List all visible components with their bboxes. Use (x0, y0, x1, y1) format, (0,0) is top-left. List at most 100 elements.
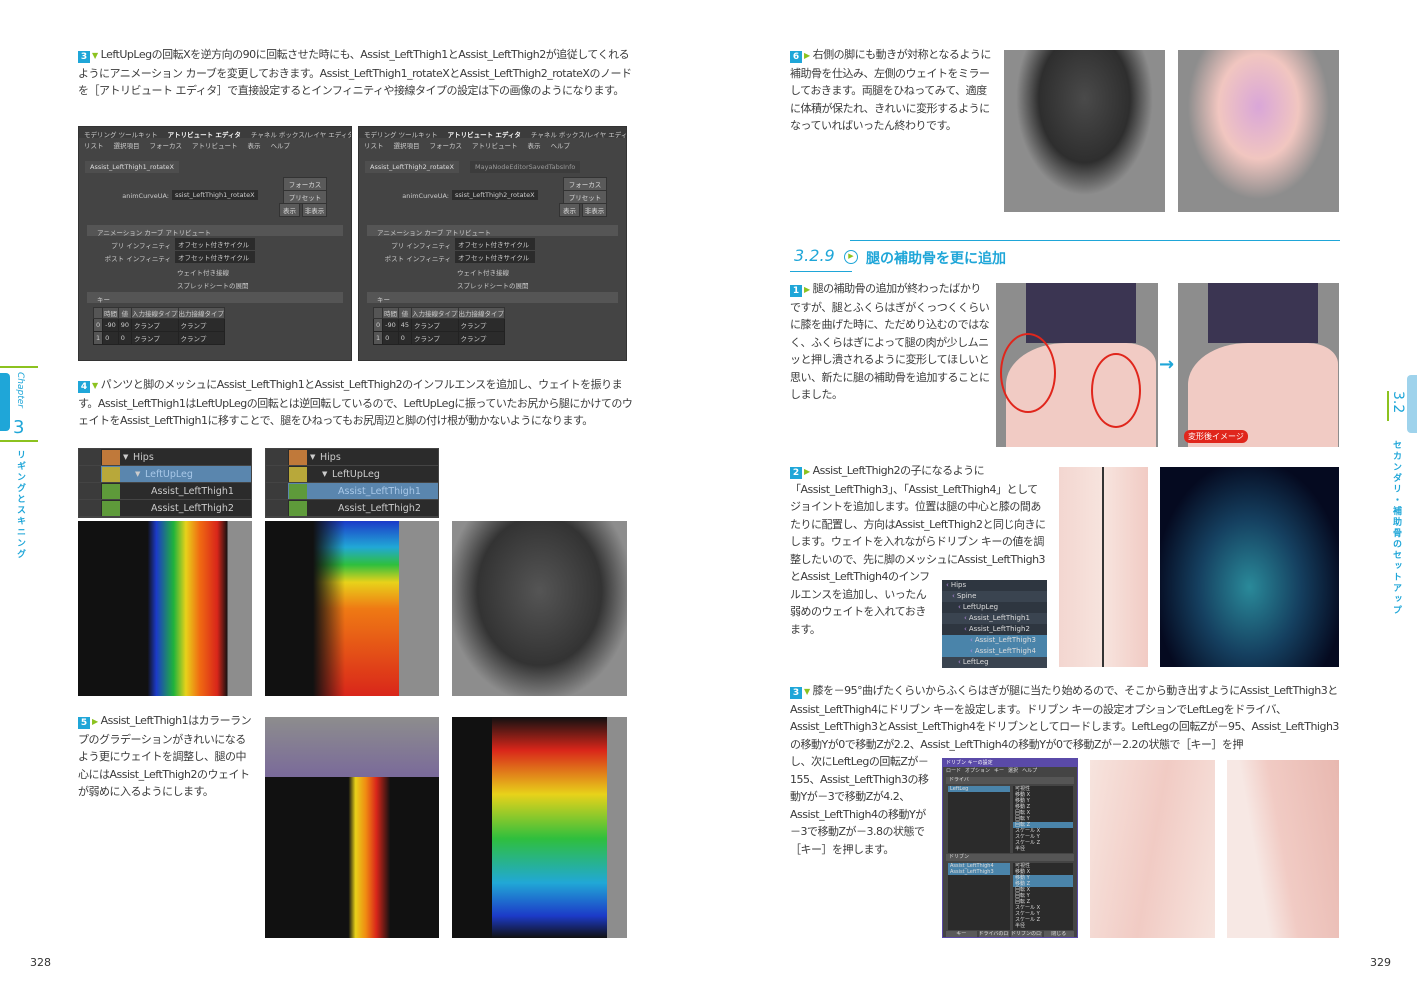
joint-item[interactable]: ‹Assist_LeftThigh2 (942, 624, 1047, 635)
panel-button[interactable]: 表示 (559, 203, 580, 217)
lock-icon[interactable] (79, 483, 101, 499)
table-cell[interactable]: 0 (92, 318, 104, 332)
table-cell[interactable]: 1 (372, 331, 384, 345)
expand-arrow-icon[interactable]: ▼ (123, 453, 129, 461)
menu-item[interactable]: 選択項目 (393, 142, 420, 149)
expand-arrow-icon[interactable]: ▼ (310, 453, 316, 461)
outliner-item[interactable]: Hips▼ (79, 449, 251, 466)
dialog-button[interactable]: ドリブンのロード (1011, 931, 1042, 937)
attribute-item[interactable]: スケール Z (1015, 840, 1041, 846)
table-cell[interactable]: 90 (117, 318, 133, 332)
outliner-item[interactable]: LeftUpLeg▼ (79, 466, 251, 483)
attribute-item[interactable]: 可視性 (1015, 786, 1031, 792)
table-cell[interactable]: 0 (117, 331, 133, 345)
menu-item[interactable]: リスト (364, 142, 384, 149)
table-cell[interactable]: クランプ (411, 318, 459, 332)
panel-button[interactable]: フォーカス (563, 177, 607, 191)
lock-icon[interactable] (266, 483, 288, 499)
lock-icon[interactable] (266, 466, 288, 482)
attribute-item[interactable]: 移動 Z (1013, 881, 1073, 887)
expand-arrow-icon[interactable]: ▼ (322, 470, 328, 478)
menu-item[interactable]: リスト (84, 142, 104, 149)
table-cell[interactable]: 0 (372, 318, 384, 332)
table-cell[interactable]: 45 (397, 318, 413, 332)
menu-item[interactable]: アトリビュート (472, 142, 518, 149)
outliner-item[interactable]: Assist_LeftThigh1 (79, 483, 251, 500)
table-cell[interactable]: クランプ (457, 318, 506, 332)
outliner-item[interactable]: Assist_LeftThigh2 (79, 500, 251, 517)
table-cell[interactable]: クランプ (131, 331, 179, 345)
attribute-item[interactable]: 移動 Y (1015, 798, 1030, 804)
dialog-button[interactable]: 閉じる (1043, 931, 1074, 937)
table-cell[interactable]: 1 (92, 331, 104, 345)
attribute-item[interactable]: スケール X (1015, 905, 1041, 911)
post-infinity-dropdown[interactable]: オフセット付きサイクル (455, 251, 535, 263)
lock-icon[interactable] (266, 449, 288, 465)
joint-item[interactable]: ‹Hips (942, 580, 1047, 591)
outliner-item[interactable]: Assist_LeftThigh2 (266, 500, 438, 517)
spreadsheet-checkbox[interactable]: スプレッドシートの展開 (457, 282, 529, 290)
pre-infinity-dropdown[interactable]: オフセット付きサイクル (175, 238, 255, 250)
node-tab[interactable]: MayaNodeEditorSavedTabsInfo (470, 161, 581, 173)
dialog-button[interactable]: ドライバのロード (978, 931, 1009, 937)
menu-item[interactable]: 表示 (527, 142, 541, 149)
panel-button[interactable]: 非表示 (302, 203, 327, 217)
menu-item[interactable]: アトリビュート (192, 142, 238, 149)
list-item[interactable]: Assist_LeftThigh3 (948, 869, 1010, 875)
menu-item[interactable]: 表示 (247, 142, 261, 149)
lock-icon[interactable] (266, 500, 288, 516)
table-cell[interactable]: クランプ (131, 318, 179, 332)
panel-button[interactable]: プリセット (283, 190, 327, 204)
attribute-item[interactable]: 半径 (1015, 923, 1026, 929)
table-cell[interactable]: クランプ (177, 331, 226, 345)
object-list[interactable]: LeftLeg (948, 786, 1010, 853)
menu-item[interactable]: オプション (965, 768, 991, 774)
dialog-button[interactable]: キー (946, 931, 977, 937)
table-cell[interactable]: 0 (102, 331, 119, 345)
anim-curve-field[interactable]: ssist_LeftThigh2_rotateX (452, 190, 538, 200)
joint-item[interactable]: ‹Spine (942, 591, 1047, 602)
attribute-item[interactable]: スケール X (1015, 828, 1041, 834)
table-cell[interactable]: -90 (382, 318, 399, 332)
post-infinity-dropdown[interactable]: オフセット付きサイクル (175, 251, 255, 263)
anim-curve-field[interactable]: ssist_LeftThigh1_rotateX (172, 190, 258, 200)
attribute-item[interactable]: 回転 Y (1015, 893, 1030, 899)
menu-item[interactable]: ヘルプ (550, 142, 571, 149)
menu-item[interactable]: ヘルプ (1022, 768, 1038, 774)
spreadsheet-checkbox[interactable]: スプレッドシートの展開 (177, 282, 249, 290)
panel-tab[interactable]: アトリビュート エディタ (447, 131, 521, 138)
list-item[interactable]: Assist_LeftThigh4 (948, 863, 1010, 869)
section-header[interactable]: アニメーション カーブ アトリビュート (87, 225, 343, 237)
lock-icon[interactable] (79, 449, 101, 465)
section-header[interactable]: アニメーション カーブ アトリビュート (367, 225, 618, 237)
attribute-item[interactable]: 回転 X (1015, 887, 1031, 893)
attribute-item[interactable]: スケール Y (1015, 911, 1040, 917)
outliner-item[interactable]: LeftUpLeg▼ (266, 466, 438, 483)
table-cell[interactable]: 0 (397, 331, 413, 345)
menu-item[interactable]: フォーカス (429, 142, 463, 149)
panel-tab[interactable]: チャネル ボックス/レイヤ エディタ (530, 131, 626, 138)
panel-button[interactable]: 表示 (279, 203, 300, 217)
node-tab[interactable]: Assist_LeftThigh2_rotateX (365, 161, 460, 173)
panel-tab[interactable]: モデリング ツールキット (84, 131, 158, 138)
pre-infinity-dropdown[interactable]: オフセット付きサイクル (455, 238, 535, 250)
outliner-item[interactable]: Hips▼ (266, 449, 438, 466)
weighted-tangent-checkbox[interactable]: ウェイト付き接線 (457, 269, 509, 277)
menu-item[interactable]: 選択 (1008, 768, 1019, 774)
joint-item[interactable]: ‹LeftUpLeg (942, 602, 1047, 613)
node-tab[interactable]: Assist_LeftThigh1_rotateX (85, 161, 180, 173)
panel-button[interactable]: プリセット (563, 190, 607, 204)
panel-button[interactable]: 非表示 (582, 203, 607, 217)
joint-item[interactable]: ‹Assist_LeftThigh3 (942, 635, 1047, 646)
list-item[interactable]: LeftLeg (948, 786, 1010, 792)
attribute-item[interactable]: 回転 Y (1015, 816, 1030, 822)
attribute-item[interactable]: 回転 X (1015, 810, 1031, 816)
weighted-tangent-checkbox[interactable]: ウェイト付き接線 (177, 269, 229, 277)
table-cell[interactable]: 0 (382, 331, 399, 345)
attribute-item[interactable]: 移動 X (1015, 792, 1031, 798)
